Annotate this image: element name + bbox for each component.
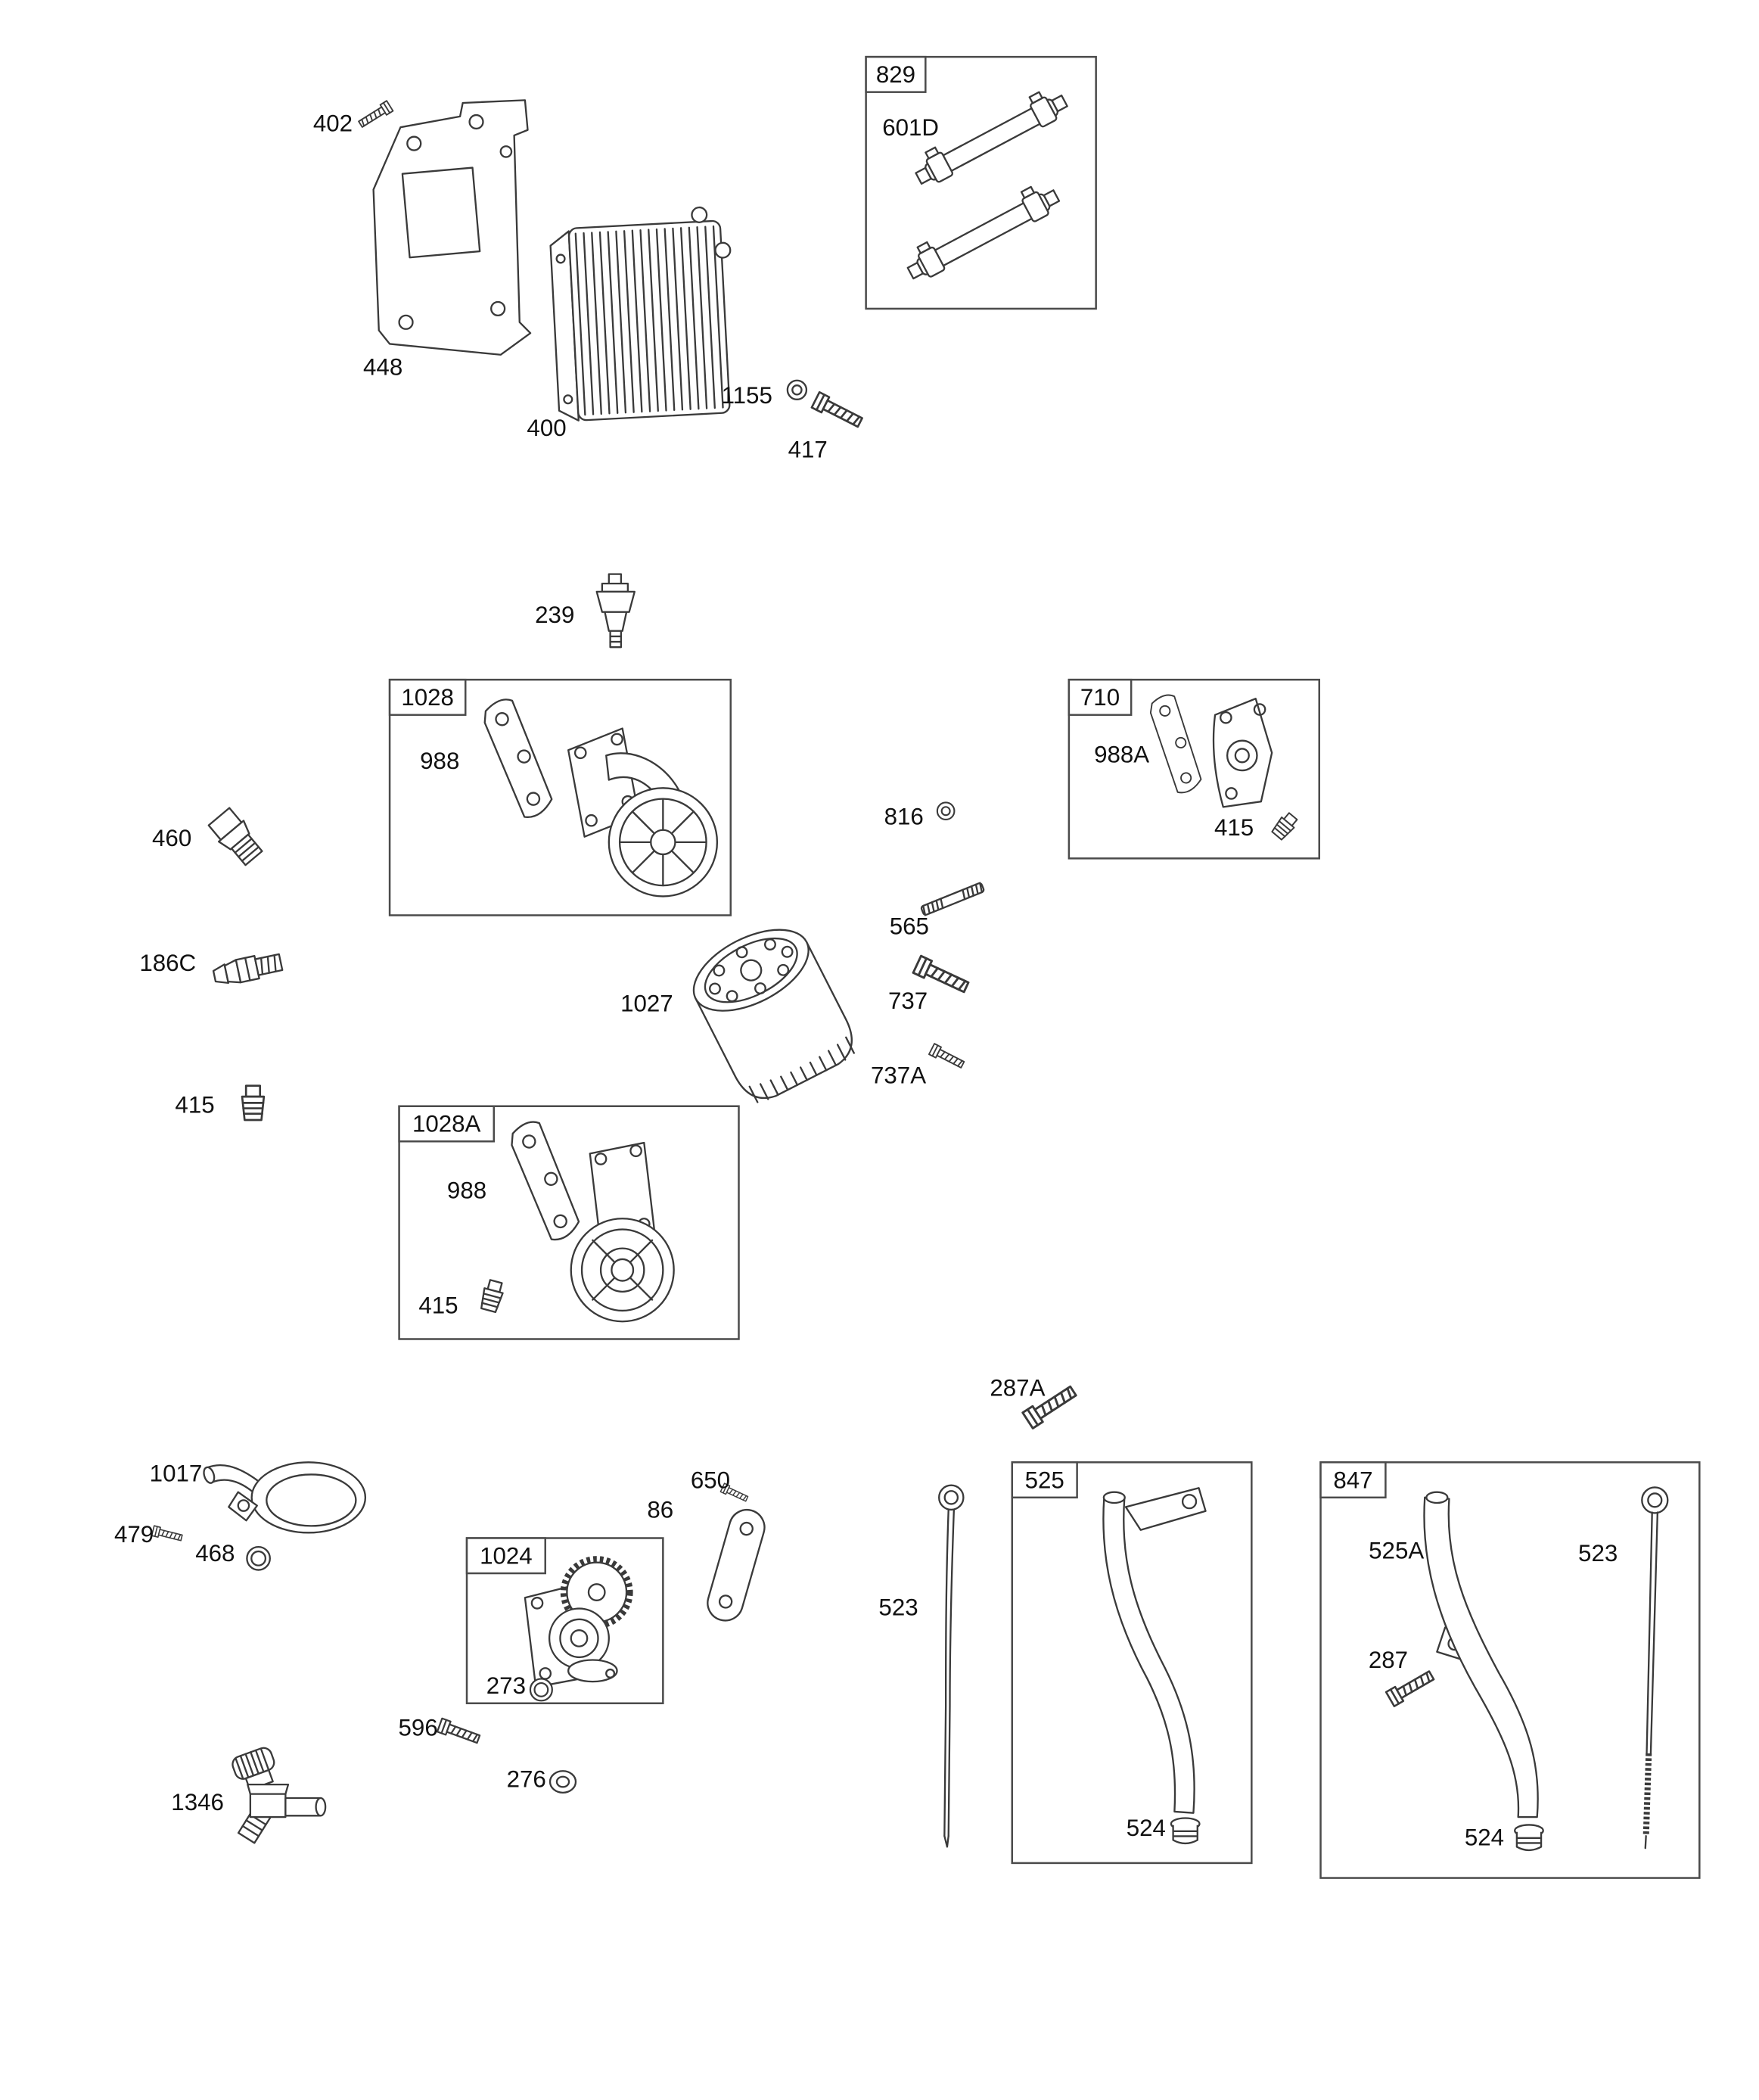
group-label-829: 829 xyxy=(876,61,915,88)
oil-fill-tube-525a xyxy=(1423,1491,1539,1818)
gasket-988-1028 xyxy=(479,693,556,823)
o-ring-468 xyxy=(246,1545,271,1571)
plug-415-1028a xyxy=(478,1278,506,1314)
callout-468: 468 xyxy=(195,1540,235,1566)
group-box-1028a xyxy=(398,1105,740,1340)
oil-pump-1024 xyxy=(524,1556,633,1688)
callout-596: 596 xyxy=(399,1715,438,1741)
callout-479: 479 xyxy=(114,1521,154,1548)
callout-524-525: 524 xyxy=(1127,1815,1166,1841)
group-label-525: 525 xyxy=(1025,1467,1064,1493)
group-box-525 xyxy=(1011,1461,1253,1865)
cover-plate-86 xyxy=(707,1508,766,1622)
group-box-710 xyxy=(1068,678,1321,860)
callout-460: 460 xyxy=(152,825,191,851)
callout-415-left: 415 xyxy=(175,1092,214,1118)
callout-524-847: 524 xyxy=(1465,1825,1504,1851)
plug-524-525 xyxy=(1170,1817,1201,1845)
plug-524-847 xyxy=(1514,1824,1544,1852)
bracket-448 xyxy=(372,99,532,356)
callout-86: 86 xyxy=(647,1497,673,1523)
group-label-1028: 1028 xyxy=(401,684,454,711)
group-box-1024 xyxy=(465,1537,664,1705)
washer-1155 xyxy=(786,379,808,400)
callout-1346: 1346 xyxy=(171,1789,224,1815)
group-box-829 xyxy=(865,55,1097,310)
callout-402: 402 xyxy=(313,110,353,137)
callout-525a: 525A xyxy=(1369,1537,1424,1563)
dipstick-523-left xyxy=(938,1484,965,1848)
oil-filter-1027 xyxy=(692,929,855,1103)
callout-415-710: 415 xyxy=(1214,814,1254,841)
callout-448: 448 xyxy=(363,354,402,381)
callout-601d: 601D xyxy=(882,114,939,141)
callout-737: 737 xyxy=(888,988,928,1014)
group-box-1028 xyxy=(388,678,732,916)
breather-1017 xyxy=(203,1461,367,1534)
bolt-417 xyxy=(810,390,866,431)
callout-417: 417 xyxy=(788,437,828,463)
screw-402 xyxy=(356,100,394,130)
relief-valve-1346 xyxy=(232,1747,327,1844)
bolt-737a xyxy=(928,1043,966,1071)
plug-415-710 xyxy=(1270,810,1301,842)
callout-523-left: 523 xyxy=(878,1594,918,1620)
barb-fitting-186c xyxy=(212,953,284,985)
screw-479 xyxy=(151,1525,184,1544)
group-label-847: 847 xyxy=(1333,1467,1372,1493)
gasket-988a xyxy=(1147,691,1204,797)
filter-adapter-1028 xyxy=(567,727,719,898)
gasket-988-1028a xyxy=(506,1115,583,1246)
oil-pressure-switch-239 xyxy=(595,573,636,649)
callout-1027: 1027 xyxy=(620,991,673,1017)
adapter-plate-710 xyxy=(1212,698,1273,808)
callout-737a: 737A xyxy=(871,1062,926,1088)
elbow-fitting-460 xyxy=(207,807,263,866)
callout-400: 400 xyxy=(527,415,566,441)
hose-601d-lower xyxy=(900,177,1064,286)
group-label-1028a: 1028A xyxy=(412,1111,481,1137)
group-label-710: 710 xyxy=(1080,684,1120,711)
filter-adapter-1028a xyxy=(570,1141,675,1323)
callout-523-847: 523 xyxy=(1578,1540,1618,1566)
washer-276 xyxy=(549,1770,577,1794)
callout-988-1028: 988 xyxy=(420,748,459,774)
dipstick-523-847 xyxy=(1641,1486,1669,1850)
oil-cooler-400 xyxy=(549,206,732,422)
o-ring-273 xyxy=(529,1678,553,1702)
callout-287: 287 xyxy=(1369,1647,1408,1673)
callout-1155: 1155 xyxy=(722,382,772,409)
callout-415-1028a: 415 xyxy=(418,1292,458,1318)
callout-988a: 988A xyxy=(1094,741,1149,767)
group-label-1024: 1024 xyxy=(480,1542,533,1569)
callout-650: 650 xyxy=(691,1467,730,1493)
plug-415-left xyxy=(241,1084,266,1122)
callout-816: 816 xyxy=(884,804,924,830)
oil-fill-tube-525 xyxy=(1102,1487,1207,1814)
callout-239: 239 xyxy=(535,602,574,628)
callout-287a: 287A xyxy=(990,1375,1045,1402)
callout-186c: 186C xyxy=(139,950,196,976)
callout-276: 276 xyxy=(507,1766,546,1793)
stud-565 xyxy=(920,882,985,916)
callout-988-1028a: 988 xyxy=(447,1177,486,1203)
callout-565: 565 xyxy=(890,913,929,940)
group-box-847 xyxy=(1319,1461,1701,1879)
bolt-287 xyxy=(1385,1667,1437,1707)
bolt-596 xyxy=(436,1717,482,1747)
callout-273: 273 xyxy=(486,1672,526,1699)
callout-1017: 1017 xyxy=(150,1460,203,1486)
washer-816 xyxy=(936,801,956,821)
